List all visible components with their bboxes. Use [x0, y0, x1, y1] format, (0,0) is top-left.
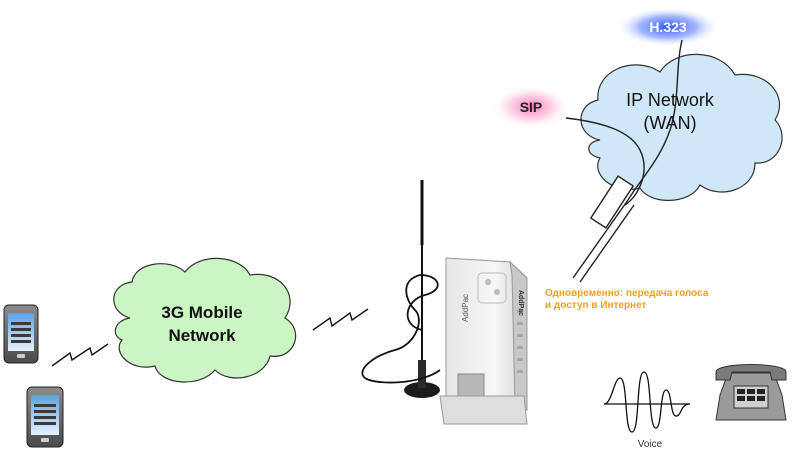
sip-glow [491, 85, 571, 129]
h323-glow [616, 7, 720, 47]
voice-wave-icon [603, 371, 691, 433]
mobile-cloud-label-line1: 3G Mobile [161, 303, 242, 322]
telephone-icon [715, 364, 787, 421]
voip-gateway-icon [439, 257, 528, 425]
voice-label: Voice [638, 439, 663, 450]
mobile-cloud-label-line2: Network [168, 326, 236, 345]
ip-cloud-label-line1: IP Network [626, 90, 715, 110]
note-line2: и доступ в Интернет [545, 300, 647, 311]
wireless-link-phones [51, 343, 109, 367]
sip-label: SIP [520, 99, 543, 115]
wireless-link-gateway [312, 308, 369, 331]
ip-cloud-label-line2: (WAN) [643, 113, 696, 133]
mobile-network-cloud [113, 257, 297, 383]
smartphone-icon [26, 386, 64, 448]
device-brand: AddPac [461, 294, 470, 322]
device-brand-side: AddPac [517, 290, 524, 316]
smartphone-icon [3, 304, 39, 364]
antenna-icon [361, 180, 441, 398]
wan-link [565, 39, 683, 283]
h323-label: H.323 [649, 19, 687, 35]
note-line1: Одновременно: передача голоса [545, 288, 709, 299]
